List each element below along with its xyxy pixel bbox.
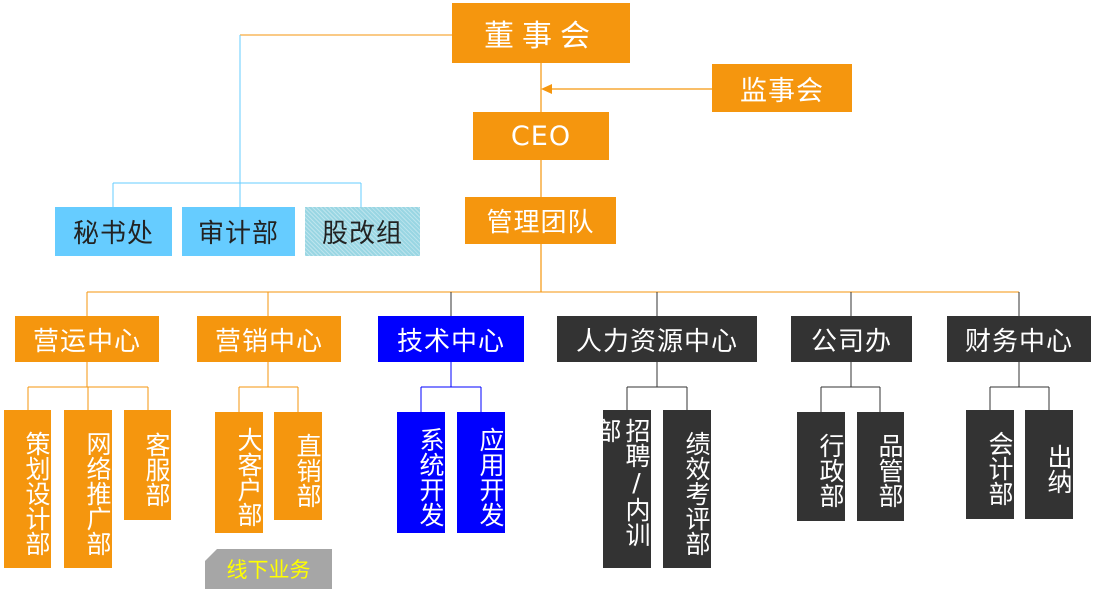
finance-center-node: 财务中心 (947, 316, 1091, 362)
supervisors-node: 监事会 (712, 64, 852, 112)
planning-design-dept-node: 策划设计部 (4, 410, 51, 568)
online-promotion-dept-node: 网络推广部 (64, 410, 112, 568)
accounting-dept-node: 会计部 (966, 410, 1014, 519)
secretariat-node: 秘书处 (55, 207, 172, 256)
quality-dept-node: 品管部 (857, 412, 904, 521)
management-team-node: 管理团队 (465, 197, 616, 244)
offline-business-tag: 线下业务 (205, 549, 332, 589)
audit-dept-node: 审计部 (182, 207, 295, 256)
recruiting-training-dept-node: 招聘/内训部 (593, 410, 651, 568)
performance-review-dept-node: 绩效考评部 (663, 410, 711, 568)
direct-sales-dept-node: 直销部 (274, 412, 322, 520)
board-node: 董事会 (452, 3, 630, 63)
admin-dept-node: 行政部 (797, 412, 845, 521)
cashier-node: 出纳 (1025, 410, 1073, 519)
system-dev-node: 系统开发 (397, 412, 445, 533)
key-account-dept-node: 大客户部 (215, 412, 263, 533)
tech-center-node: 技术中心 (378, 316, 524, 362)
restructuring-group-node: 股改组 (305, 207, 420, 256)
app-dev-node: 应用开发 (457, 412, 505, 533)
operations-center-node: 营运中心 (15, 316, 159, 362)
ceo-node: CEO (473, 112, 609, 160)
marketing-center-node: 营销中心 (197, 316, 341, 362)
customer-service-dept-node: 客服部 (124, 410, 171, 520)
hr-center-node: 人力资源中心 (557, 316, 757, 362)
company-office-node: 公司办 (791, 316, 912, 362)
